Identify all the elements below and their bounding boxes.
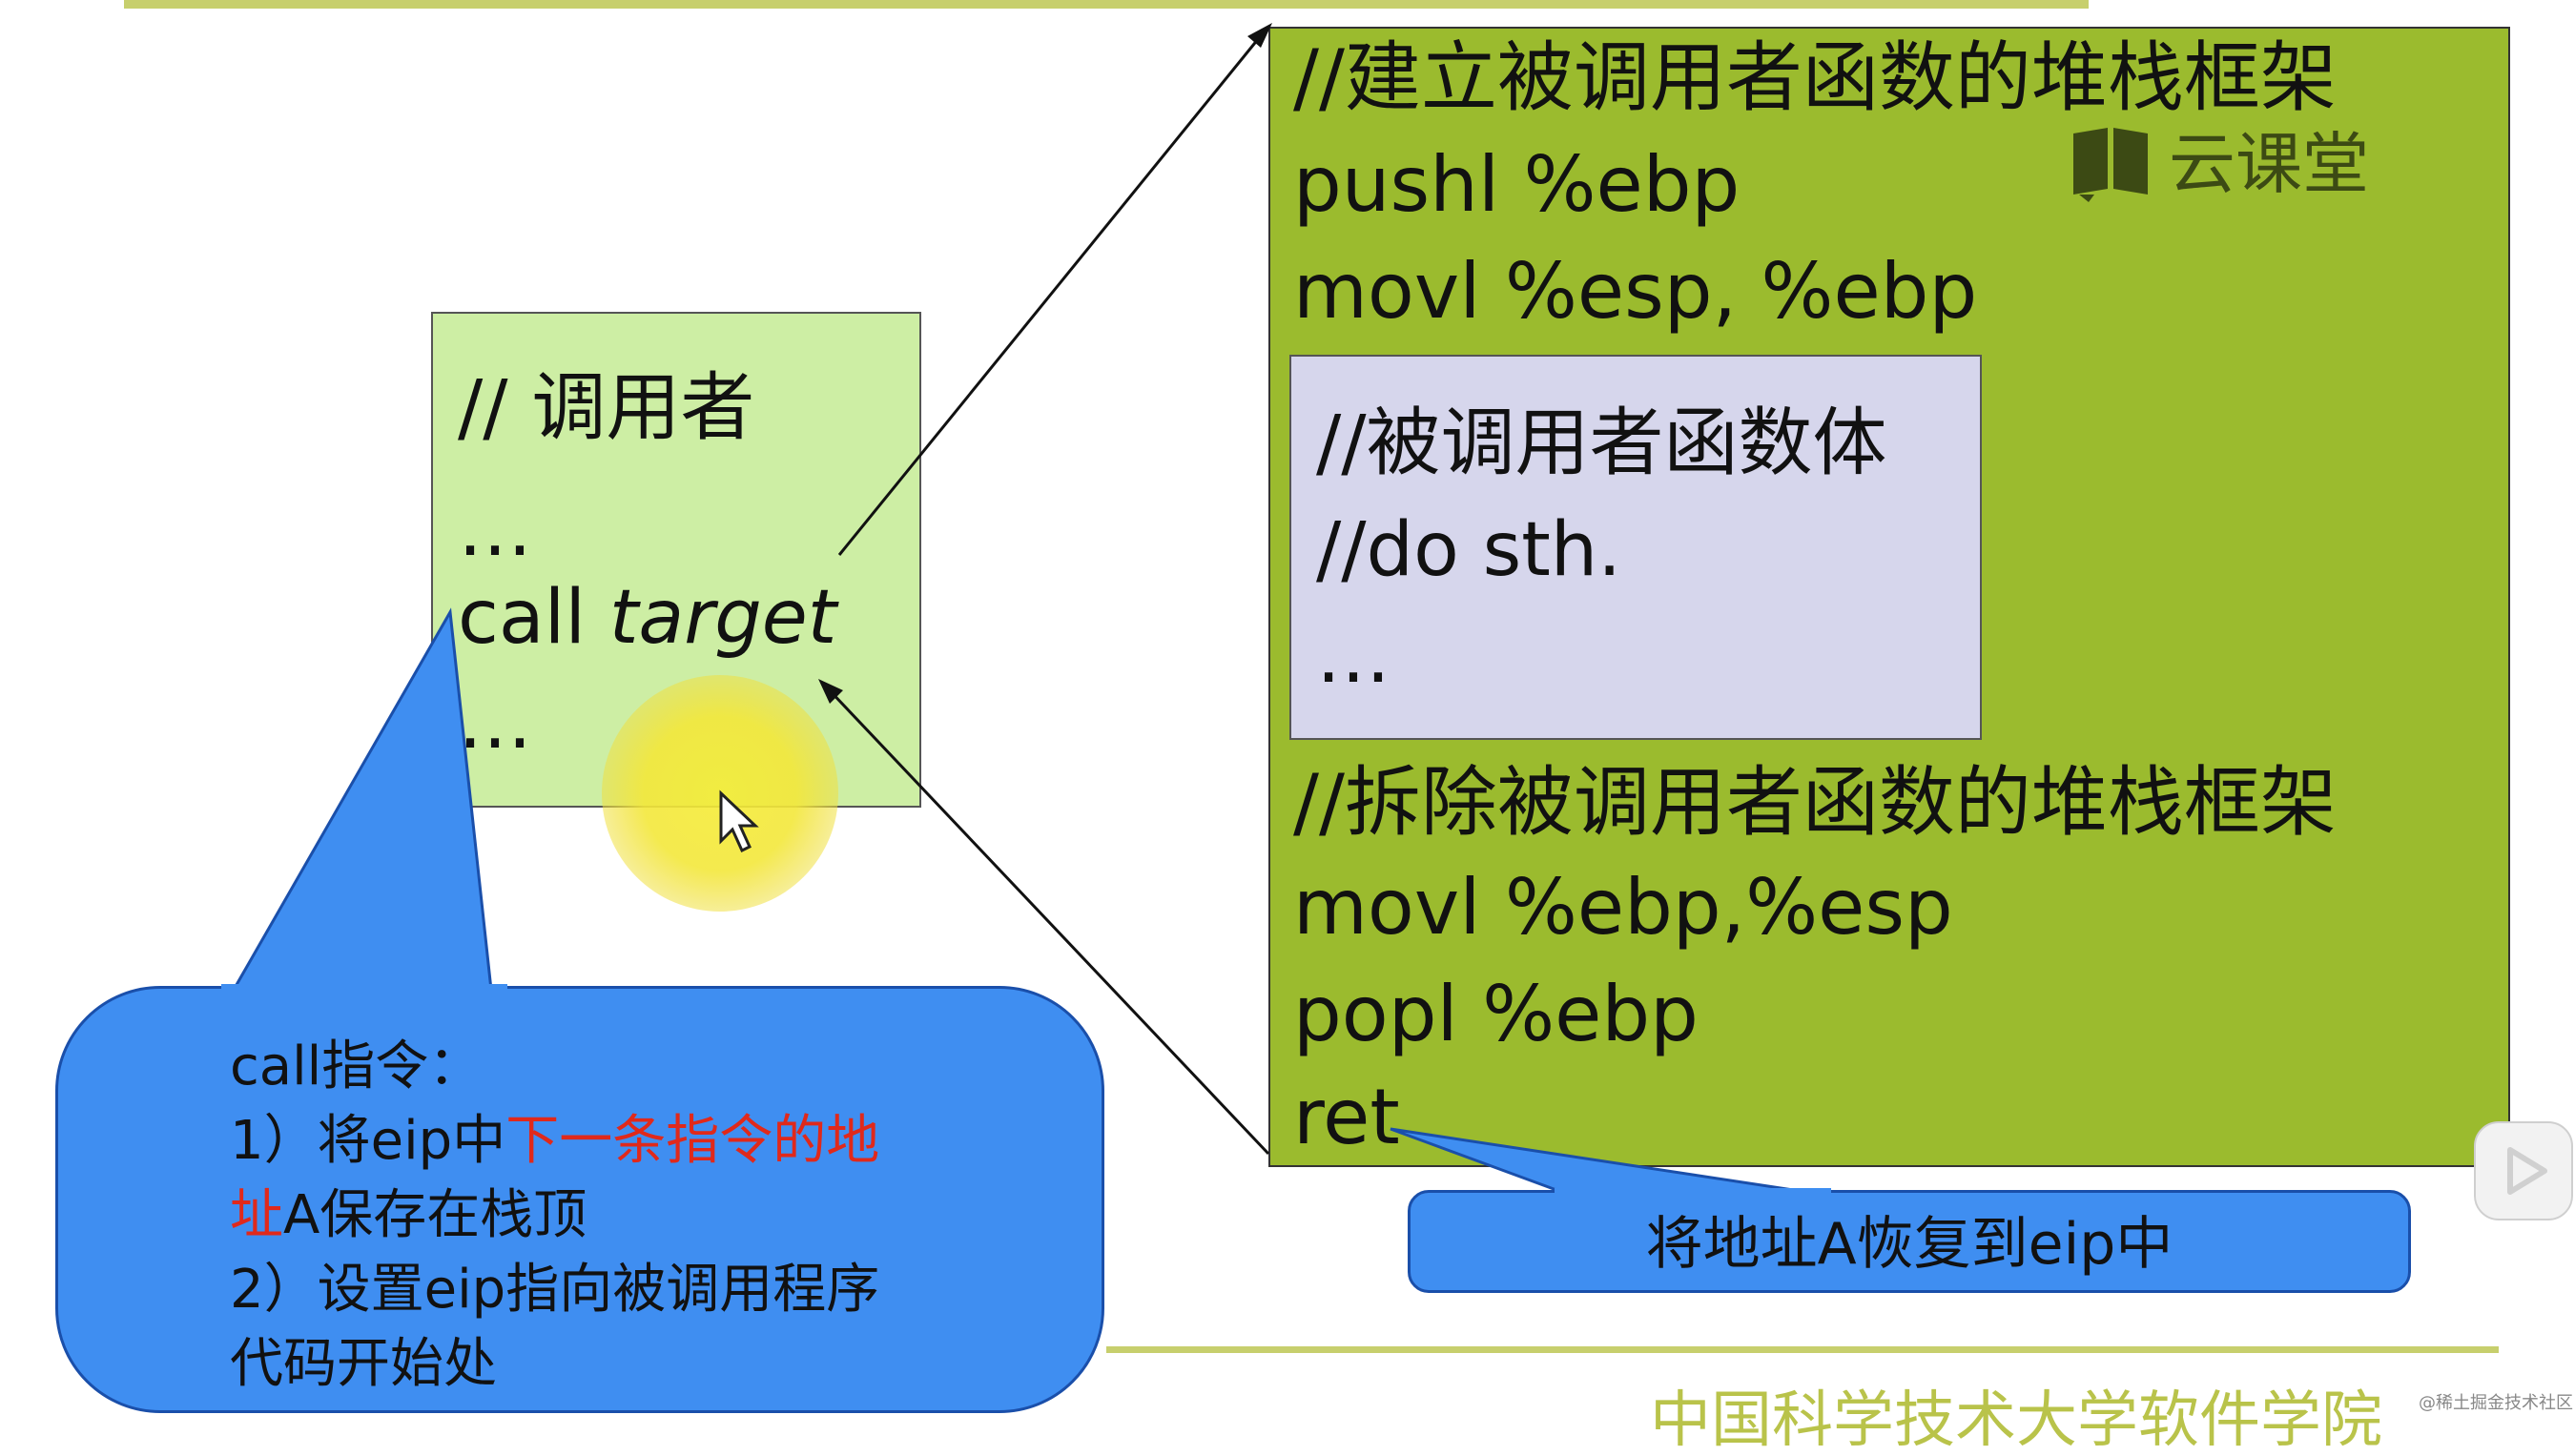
setup-frame-comment: //建立被调用者函数的堆栈框架: [1293, 33, 2337, 122]
ret-callout: 将地址A恢复到eip中: [1408, 1190, 2411, 1293]
footer-watermark: @稀土掘金技术社区: [2419, 1393, 2573, 1413]
call-target: target: [608, 575, 837, 661]
watermark-text: 云课堂: [2169, 125, 2369, 203]
do-sth-comment: //do sth.: [1316, 507, 1622, 593]
play-button[interactable]: [2474, 1121, 2573, 1220]
mov-esp-ebp-instruction: movl %esp, %ebp: [1293, 247, 1978, 336]
call-instruction-callout: call指令： 1）将eip中下一条指令的地 址A保存在栈顶 2）设置eip指向…: [55, 986, 1104, 1413]
call-keyword: call: [458, 575, 587, 661]
callout-step1-line1: 1）将eip中下一条指令的地: [230, 1115, 879, 1168]
pop-ebp-instruction: popl %ebp: [1293, 970, 1699, 1058]
play-icon: [2507, 1147, 2547, 1195]
call-instruction: call target: [458, 581, 836, 655]
callout-title: call指令：: [230, 1036, 483, 1097]
caller-comment: // 调用者: [458, 365, 755, 451]
book-icon: [2070, 126, 2152, 202]
step1-highlight-b: 址: [230, 1184, 283, 1246]
caller-code-box: // 调用者 … call target …: [431, 312, 921, 808]
step1-suffix: A保存在栈顶: [283, 1184, 587, 1246]
mov-ebp-esp-instruction: movl %ebp,%esp: [1293, 863, 1953, 952]
body-comment: //被调用者函数体: [1316, 400, 1887, 486]
step1-prefix: 1）将eip中: [230, 1110, 506, 1172]
teardown-frame-comment: //拆除被调用者函数的堆栈框架: [1293, 758, 2337, 847]
callee-code-box: //建立被调用者函数的堆栈框架 pushl %ebp movl %esp, %e…: [1268, 27, 2510, 1167]
body-ellipsis: …: [1316, 614, 1390, 700]
callee-body-box: //被调用者函数体 //do sth. …: [1289, 355, 1982, 740]
bottom-rule: [1106, 1346, 2499, 1353]
footer-institution: 中国科学技术大学软件学院: [1650, 1385, 2382, 1456]
callout-step1-line2: 址A保存在栈顶: [230, 1189, 587, 1242]
callout-step2-line2: 代码开始处: [230, 1333, 497, 1395]
callout-step2-line1: 2）设置eip指向被调用程序: [230, 1259, 880, 1321]
ret-callout-text: 将地址A恢复到eip中: [1645, 1211, 2173, 1278]
caller-ellipsis-bottom: …: [458, 680, 532, 766]
ret-instruction: ret: [1293, 1073, 1400, 1161]
watermark: 云课堂: [2070, 126, 2369, 202]
top-rule: [124, 0, 2089, 9]
step1-highlight-a: 下一条指令的地: [505, 1110, 880, 1172]
push-ebp-instruction: pushl %ebp: [1293, 140, 1741, 229]
caller-ellipsis-top: …: [458, 487, 532, 573]
